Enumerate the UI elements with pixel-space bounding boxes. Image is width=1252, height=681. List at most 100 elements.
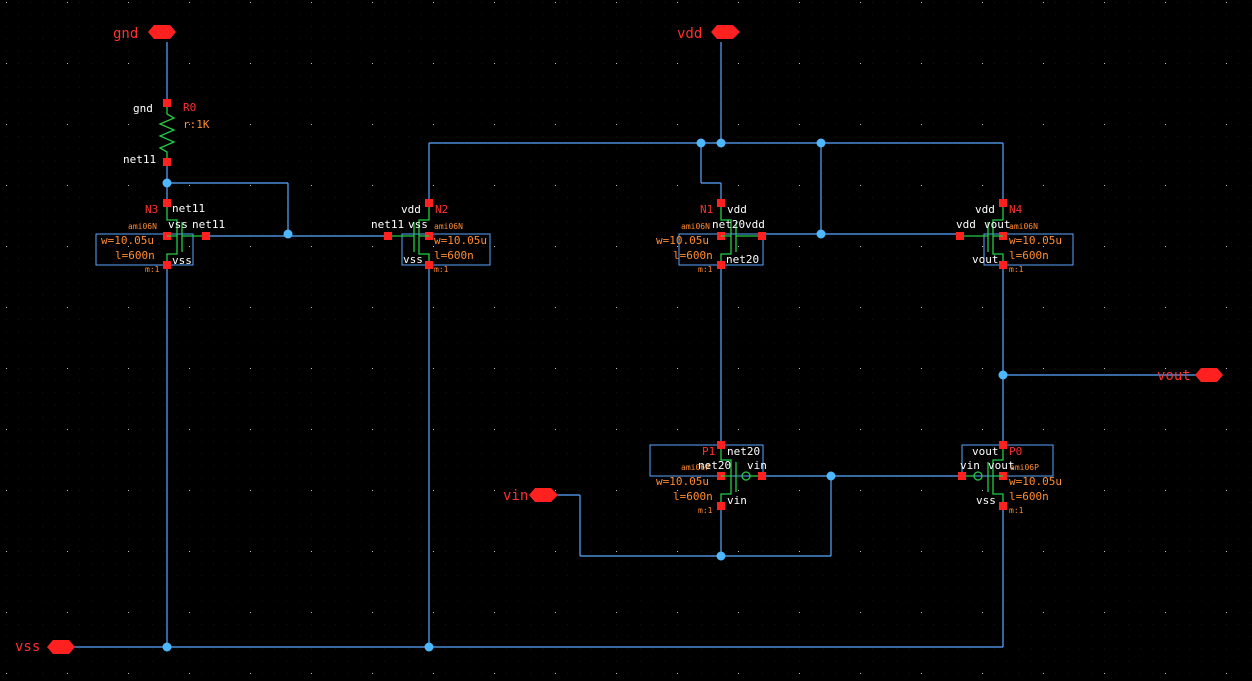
junction-dot xyxy=(816,229,826,239)
pin-vout-shape[interactable] xyxy=(1195,368,1223,382)
p1-l: l=600n xyxy=(673,490,713,503)
junction-dot xyxy=(162,642,172,652)
p0-l: l=600n xyxy=(1009,490,1049,503)
n4-m: m:1 xyxy=(1009,265,1024,274)
pin-gnd[interactable]: gnd xyxy=(113,25,176,42)
pin-gnd-label: gnd xyxy=(113,26,138,42)
pin-terminal[interactable] xyxy=(999,199,1007,207)
pin-terminal[interactable] xyxy=(758,472,766,480)
junction-dot xyxy=(716,551,726,561)
junction-dot xyxy=(162,178,172,188)
p1-w: w=10.05u xyxy=(656,475,709,488)
pin-vin-shape[interactable] xyxy=(529,488,558,502)
p0-w: w=10.05u xyxy=(1009,475,1062,488)
pin-terminal[interactable] xyxy=(717,261,725,269)
p1-bulk-net: net20 xyxy=(698,459,731,472)
p0-m: m:1 xyxy=(1009,506,1024,515)
transistor-n2[interactable]: vdd N2 net11 vss ami06N w=10.05u vss l=6… xyxy=(371,199,491,274)
n1-inst: N1 xyxy=(700,203,713,216)
pin-terminal[interactable] xyxy=(999,441,1007,449)
n3-w: w=10.05u xyxy=(101,234,154,247)
n3-source-net: vss xyxy=(168,218,188,231)
pin-vin-label: vin xyxy=(503,488,528,504)
resistor-zigzag xyxy=(158,107,176,158)
p0-model: ami06P xyxy=(1010,463,1039,472)
transistor-n1[interactable]: N1 vdd ami06N net20 vdd w=10.05u l=600n … xyxy=(656,199,766,274)
p1-model: ami06P xyxy=(681,463,710,472)
pin-terminal[interactable] xyxy=(958,472,966,480)
junction-dot xyxy=(696,138,706,148)
n4-source-net: vout xyxy=(984,218,1011,231)
pin-terminal[interactable] xyxy=(163,99,171,107)
pin-terminal[interactable] xyxy=(717,199,725,207)
resistor-bottom-net: net11 xyxy=(123,153,156,166)
pin-terminal[interactable] xyxy=(202,232,210,240)
p0-gate-net: vin xyxy=(960,459,980,472)
n1-source-net: net20 xyxy=(712,218,745,231)
pin-terminal[interactable] xyxy=(999,502,1007,510)
pin-vdd-shape[interactable] xyxy=(711,25,740,39)
p0-inst: P0 xyxy=(1009,445,1022,458)
n3-drain-net: net11 xyxy=(172,202,205,215)
resistor-top-net: gnd xyxy=(133,102,153,115)
pin-terminal[interactable] xyxy=(425,199,433,207)
junction-dots xyxy=(162,138,1008,652)
pin-vdd-label: vdd xyxy=(677,26,702,42)
junction-dot xyxy=(424,642,434,652)
n3-gate-net: net11 xyxy=(192,218,225,231)
pin-vss-label: vss xyxy=(15,639,40,655)
transistor-n4[interactable]: vdd N4 vdd vout ami06N w=10.05u vout l=6… xyxy=(956,199,1074,274)
pin-terminal[interactable] xyxy=(956,232,964,240)
transistor-p0[interactable]: vout P0 vin vout ami06P w=10.05u vss l=6… xyxy=(958,441,1062,515)
resistor-r0[interactable]: R0 r:1K gnd net11 xyxy=(123,99,210,166)
pin-terminal[interactable] xyxy=(163,199,171,207)
n2-model: ami06N xyxy=(434,222,463,231)
n4-drain-net: vdd xyxy=(975,203,995,216)
transistor-n3[interactable]: N3 net11 ami06N vss net11 w=10.05u l=600… xyxy=(95,199,225,274)
pin-terminal[interactable] xyxy=(717,441,725,449)
pin-terminal[interactable] xyxy=(425,261,433,269)
pin-vout[interactable]: vout xyxy=(1157,368,1223,384)
n1-m: m:1 xyxy=(698,265,713,274)
n4-l: l=600n xyxy=(1009,249,1049,262)
junction-dot xyxy=(826,471,836,481)
pmos-symbol xyxy=(987,449,1004,502)
pin-vdd[interactable]: vdd xyxy=(677,25,740,42)
pin-vss-shape[interactable] xyxy=(47,640,75,654)
n1-bulk-net: net20 xyxy=(726,253,759,266)
nmos-symbol xyxy=(720,207,758,261)
resistor-value: r:1K xyxy=(183,118,210,131)
pin-gnd-shape[interactable] xyxy=(148,25,176,39)
pin-vin[interactable]: vin xyxy=(503,488,558,504)
p1-m: m:1 xyxy=(698,506,713,515)
n1-drain-net: vdd xyxy=(727,203,747,216)
pin-terminal[interactable] xyxy=(758,232,766,240)
p1-inst: P1 xyxy=(702,445,715,458)
n3-model: ami06N xyxy=(128,222,157,231)
pin-terminal[interactable] xyxy=(999,261,1007,269)
pin-terminal[interactable] xyxy=(384,232,392,240)
pin-terminal[interactable] xyxy=(163,261,171,269)
nmos-symbol xyxy=(964,207,1004,261)
resistor-inst: R0 xyxy=(183,101,196,114)
n1-w: w=10.05u xyxy=(656,234,709,247)
n4-inst: N4 xyxy=(1009,203,1023,216)
n2-inst: N2 xyxy=(435,203,448,216)
transistor-p1[interactable]: P1 net20 ami06P net20 vin w=10.05u l=600… xyxy=(649,441,767,515)
n1-model: ami06N xyxy=(681,222,710,231)
nmos-symbol xyxy=(166,207,202,261)
pin-terminal[interactable] xyxy=(163,158,171,166)
p0-source-net: vss xyxy=(976,494,996,507)
n3-m: m:1 xyxy=(145,265,160,274)
junction-dot xyxy=(998,370,1008,380)
n1-l: l=600n xyxy=(673,249,713,262)
p0-bulk-net: vout xyxy=(988,459,1015,472)
wires xyxy=(74,42,1198,648)
pin-vss[interactable]: vss xyxy=(15,639,75,655)
n3-l: l=600n xyxy=(115,249,155,262)
nmos-symbol xyxy=(392,207,430,261)
n4-gate-net: vdd xyxy=(956,218,976,231)
pin-terminal[interactable] xyxy=(717,502,725,510)
